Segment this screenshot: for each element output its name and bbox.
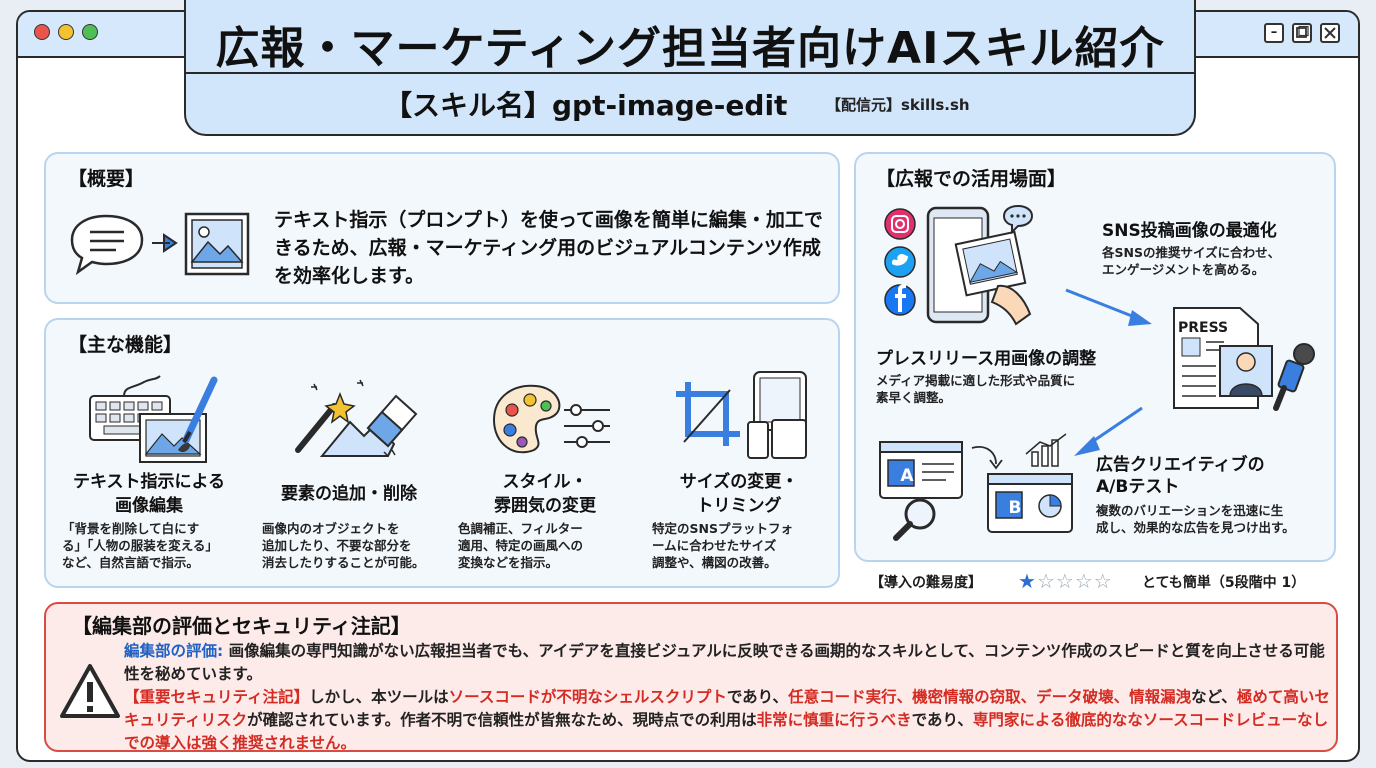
feature-desc: 色調補正、フィルター 適用、特定の画風への 変換などを指示。 xyxy=(458,521,584,570)
title-banner: 広報・マーケティング担当者向けAIスキル紹介 【スキル名】gpt-image-e… xyxy=(184,0,1196,136)
star-rating: ★☆☆☆☆ xyxy=(1018,569,1113,593)
security-label: 【重要セキュリティ注記】 xyxy=(124,688,310,706)
star-empty-icon: ☆ xyxy=(1093,569,1113,593)
image-frame-icon xyxy=(184,212,250,276)
close-icon[interactable] xyxy=(1320,23,1340,43)
usecase-heading: 【広報での活用場面】 xyxy=(876,168,1067,190)
variant-a-label: A xyxy=(900,466,914,486)
eval-label: 編集部の評価: xyxy=(124,642,224,660)
star-empty-icon: ☆ xyxy=(1036,569,1056,593)
star-empty-icon: ☆ xyxy=(1074,569,1094,593)
chat-bubble-icon xyxy=(70,214,144,276)
review-heading: 【編集部の評価とセキュリティ注記】 xyxy=(72,614,411,638)
variant-b-label: B xyxy=(1008,498,1022,518)
feature-item: スタイル・ 雰囲気の変更 色調補正、フィルター 適用、特定の画風への 変換などを… xyxy=(450,366,640,586)
star-filled-icon: ★ xyxy=(1018,569,1037,593)
star-empty-icon: ☆ xyxy=(1055,569,1075,593)
usecase-desc: メディア掲載に適した形式や品質に 素早く調整。 xyxy=(876,373,1076,405)
magic-wand-eraser-icon xyxy=(295,379,418,457)
usecase-desc: 複数のバリエーションを迅速に生 成し、効果的な広告を見つけ出す。 xyxy=(1096,503,1295,535)
ab-test-illustration xyxy=(879,433,1073,541)
security-text: であり、 xyxy=(726,688,789,706)
difficulty-label: 【導入の難易度】 xyxy=(870,575,982,591)
skill-name: 【スキル名】gpt-image-edit xyxy=(384,89,788,122)
maximize-icon[interactable] xyxy=(1292,23,1312,43)
palette-sliders-icon xyxy=(492,384,610,454)
crop-devices-icon xyxy=(676,371,807,459)
skill-source: 【配信元】skills.sh xyxy=(826,96,970,114)
zoom-dot-icon[interactable] xyxy=(82,24,98,40)
feature-desc: 画像内のオブジェクトを 追加したり、不要な部分を 消去したりすることが可能。 xyxy=(262,521,425,570)
title-divider xyxy=(186,72,1194,74)
close-dot-icon[interactable] xyxy=(34,24,50,40)
feature-item: サイズの変更・ トリミング 特定のSNSプラットフォ ームに合わせたサイズ 調整… xyxy=(644,366,834,586)
minimize-icon[interactable]: – xyxy=(1264,23,1284,43)
warning-icon xyxy=(60,664,120,718)
usecase-title: 広告クリエイティブの A/Bテスト xyxy=(1096,455,1265,497)
page-title: 広報・マーケティング担当者向けAIスキル紹介 xyxy=(215,23,1165,74)
features-heading: 【主な機能】 xyxy=(68,334,183,356)
difficulty-text: とても簡単（5段階中 1） xyxy=(1142,575,1306,591)
security-highlight: 極めて高いセキュリティリスク xyxy=(124,688,1330,729)
security-text: しかし、本ツールは xyxy=(309,688,449,706)
usecase-desc: 各SNSの推奨サイズに合わせ、 エンゲージメントを高める。 xyxy=(1102,245,1281,277)
feature-item: 要素の追加・削除 画像内のオブジェクトを 追加したり、不要な部分を 消去したりす… xyxy=(254,366,444,586)
features-panel: 【主な機能】 テキスト指示による 画像編集 「背景を削除して白にす る」「人物の… xyxy=(44,318,840,588)
feature-desc: 「背景を削除して白にす る」「人物の服装を変える」 など、自然言語で指示。 xyxy=(62,521,218,570)
review-panel: 【編集部の評価とセキュリティ注記】 編集部の評価: 画像編集の専門知識がない広報… xyxy=(44,602,1338,752)
arrow-right-icon xyxy=(152,233,178,253)
security-text: など、 xyxy=(1191,688,1237,706)
sns-phone-illustration xyxy=(884,204,1034,326)
overview-heading: 【概要】 xyxy=(68,168,145,190)
arrow-down-left-icon xyxy=(1074,406,1143,456)
security-text: が確認されています。作者不明で信頼性が皆無なため、現時点での利用は xyxy=(247,711,757,729)
security-highlight: ソースコードが不明なシェルスクリプト xyxy=(448,688,727,706)
press-release-illustration xyxy=(1173,307,1315,411)
feature-name: テキスト指示による 画像編集 xyxy=(73,472,225,516)
press-label: PRESS xyxy=(1178,320,1229,336)
security-highlight: 任意コード実行、機密情報の窃取、データ破壊、情報漏洩 xyxy=(788,688,1192,706)
feature-name: スタイル・ 雰囲気の変更 xyxy=(494,472,596,516)
security-highlight: 専門家による徹底的ななソースコードレビューなしでの導入は強く推奨されません。 xyxy=(124,711,1329,752)
security-highlight: 非常に慎重に行うべき xyxy=(756,711,912,729)
eval-text: 画像編集の専門知識がない広報担当者でも、アイデアを直接ビジュアルに反映できる画期… xyxy=(124,642,1325,683)
usecase-panel: 【広報での活用場面】 SNS投稿画像の最適化 各SNSの推奨サイズに合わせ、 エ… xyxy=(854,152,1336,562)
overview-text: テキスト指示（プロンプト）を使って画像を簡単に編集・加工できるため、広報・マーケ… xyxy=(274,209,823,287)
feature-name: 要素の追加・削除 xyxy=(281,484,417,504)
usecase-title: SNS投稿画像の最適化 xyxy=(1102,221,1277,241)
security-text: であり、 xyxy=(911,711,973,729)
usecase-title: プレスリリース用画像の調整 xyxy=(876,349,1097,369)
feature-name: サイズの変更・ トリミング xyxy=(679,472,799,516)
keyboard-image-brush-icon xyxy=(89,375,218,463)
review-body: 編集部の評価: 画像編集の専門知識がない広報担当者でも、アイデアを直接ビジュアル… xyxy=(124,640,1330,755)
minimize-dot-icon[interactable] xyxy=(58,24,74,40)
feature-item: テキスト指示による 画像編集 「背景を削除して白にす る」「人物の服装を変える」… xyxy=(54,366,244,586)
feature-desc: 特定のSNSプラットフォ ームに合わせたサイズ 調整や、構図の改善。 xyxy=(652,521,793,570)
overview-panel: 【概要】 テキスト指示（プロンプト）を使って画像を簡単に編集・加工できるため、広… xyxy=(44,152,840,304)
arrow-down-right-icon xyxy=(1065,288,1152,326)
